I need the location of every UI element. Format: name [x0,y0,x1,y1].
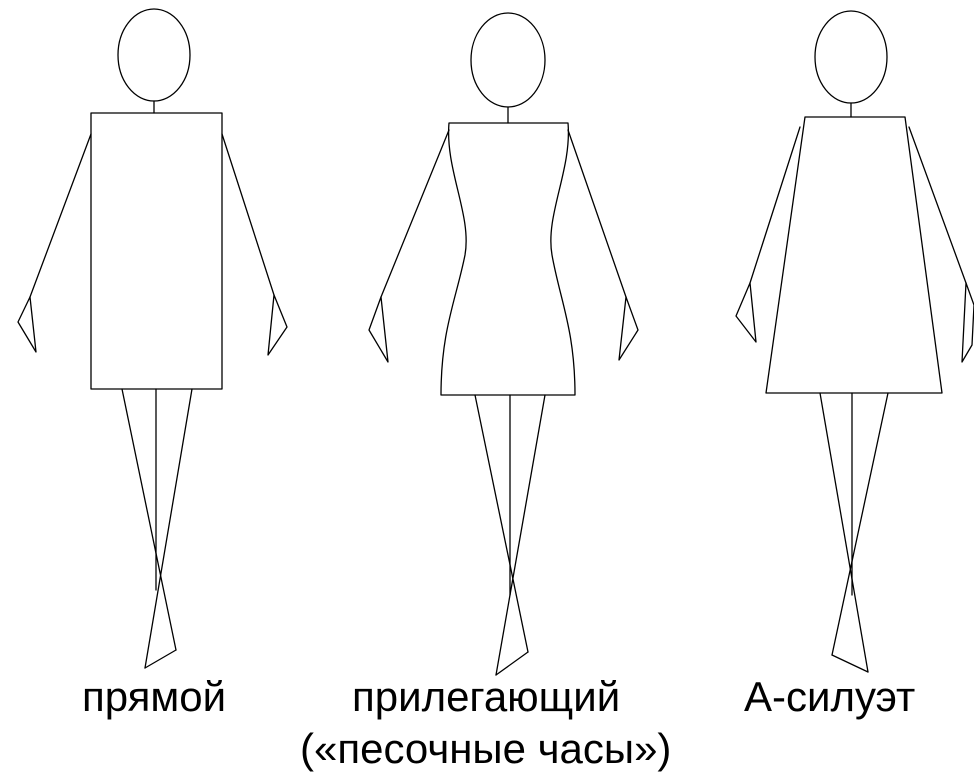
dress-body [440,122,576,396]
right-arm [567,129,627,298]
left-arm [380,129,450,298]
right-leg [144,388,193,669]
left-hand [735,282,757,343]
foot [144,649,177,669]
head [117,8,191,102]
a-line-silhouette-label: А-силуэт [744,673,916,720]
right-hand [267,294,288,356]
fitted-silhouette-figure [368,12,639,676]
left-arm [749,126,801,284]
foot [495,651,529,676]
foot [831,654,869,673]
dress-body [765,116,943,394]
left-hand [368,296,389,363]
left-arm [29,133,92,298]
head [470,12,546,108]
head [814,10,888,104]
straight-silhouette-label: прямой [82,673,227,720]
left-leg [474,394,529,653]
right-leg [831,392,889,656]
left-leg [121,388,177,651]
fitted-silhouette-label: прилегающий [352,673,621,720]
left-hand [17,296,37,353]
right-arm [908,126,967,284]
right-leg [495,394,546,676]
a-line-silhouette-figure [735,10,974,673]
left-leg [819,392,869,673]
straight-silhouette-figure [17,8,288,669]
right-hand [961,282,974,363]
right-hand [618,296,639,361]
fitted-silhouette-sublabel: («песочные часы») [300,725,672,772]
dress-body [90,112,223,390]
right-arm [221,133,275,296]
